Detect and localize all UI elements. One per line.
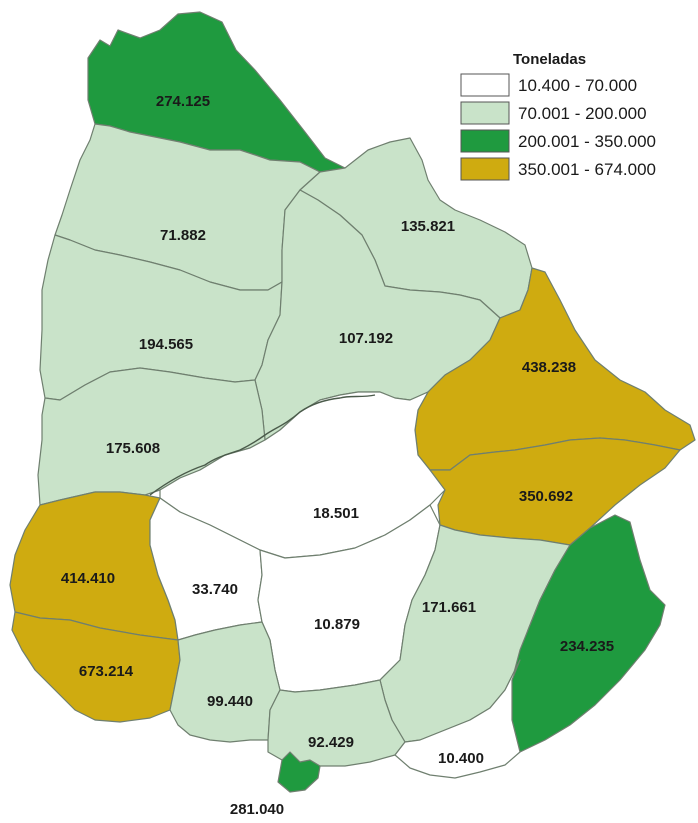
region-value-flores: 33.740 — [192, 581, 238, 598]
legend-label-2: 70.001 - 200.000 — [518, 104, 647, 123]
region-maldonado — [394, 659, 521, 779]
legend-swatch-3 — [460, 129, 510, 153]
legend: Toneladas 10.400 - 70.000 70.001 - 200.0… — [460, 51, 656, 181]
legend-swatch-2 — [460, 101, 510, 125]
region-value-canelones: 92.429 — [308, 734, 354, 751]
region-canelones — [267, 679, 406, 767]
region-value-san-jose: 99.440 — [207, 693, 253, 710]
region-value-rivera: 135.821 — [401, 218, 455, 235]
region-montevideo — [277, 751, 321, 793]
legend-title: Toneladas — [513, 51, 586, 68]
region-value-tacuarembo: 107.192 — [339, 330, 393, 347]
region-value-soriano: 414.410 — [61, 570, 115, 587]
rio-negro-river — [149, 394, 376, 496]
region-value-florida: 10.879 — [314, 616, 360, 633]
region-san-jose — [169, 621, 281, 743]
legend-swatch-1 — [460, 73, 510, 97]
legend-label-3: 200.001 - 350.000 — [518, 132, 656, 151]
region-value-artigas: 274.125 — [156, 93, 210, 110]
region-value-rio-negro: 175.608 — [106, 440, 160, 457]
region-value-durazno: 18.501 — [313, 505, 359, 522]
region-value-salto: 71.882 — [160, 227, 206, 244]
region-value-lavalleja: 171.661 — [422, 599, 476, 616]
legend-label-1: 10.400 - 70.000 — [518, 76, 637, 95]
legend-swatch-4 — [460, 157, 510, 181]
legend-label-4: 350.001 - 674.000 — [518, 160, 656, 179]
region-value-rocha: 234.235 — [560, 638, 614, 655]
region-value-montevideo: 281.040 — [230, 801, 284, 818]
region-value-cerro-largo: 438.238 — [522, 359, 576, 376]
region-labels: 274.125 71.882 135.821 194.565 107.192 4… — [61, 93, 614, 818]
region-value-treinta-y-tres: 350.692 — [519, 488, 573, 505]
region-value-paysandu: 194.565 — [139, 336, 193, 353]
region-value-colonia: 673.214 — [79, 663, 134, 680]
region-colonia — [11, 611, 181, 723]
region-rocha — [511, 514, 666, 753]
region-value-maldonado: 10.400 — [438, 750, 484, 767]
